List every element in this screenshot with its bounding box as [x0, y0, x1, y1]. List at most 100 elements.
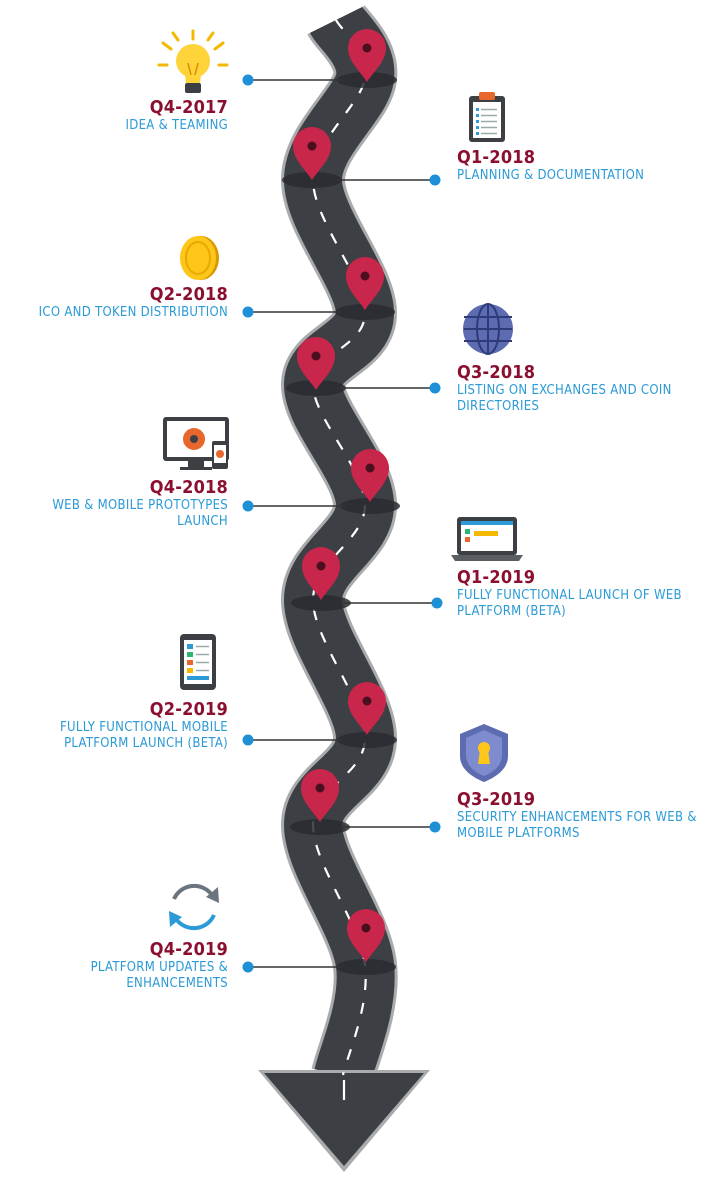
gear-hub [190, 435, 198, 443]
milestone-quarter: Q4-2017 [149, 97, 228, 118]
pin-shadow [291, 595, 351, 611]
laptop-widget [465, 529, 470, 534]
lightbulb-ray [161, 41, 173, 51]
connector-dot [429, 174, 441, 186]
milestone-q1-2018: Q1-2018 PLANNING & DOCUMENTATION [457, 148, 717, 184]
map-pin-icon [348, 29, 386, 82]
milestone-q3-2019: Q3-2019 SECURITY ENHANCEMENTS FOR WEB & … [457, 790, 702, 842]
milestone-description: PLANNING & DOCUMENTATION [457, 168, 645, 183]
milestone-q3-2018: Q3-2018 LISTING ON EXCHANGES AND COIN DI… [457, 363, 725, 415]
map-pin-dot [360, 271, 370, 281]
milestone-description: PLATFORM UPDATES & ENHANCEMENTS [90, 960, 228, 991]
map-pin-icon [297, 336, 335, 390]
laptop-icon [451, 517, 523, 561]
phone-gear-icon [216, 450, 224, 458]
tablet-button [187, 676, 209, 680]
milestone-icons [157, 29, 523, 931]
lightbulb-ray [213, 41, 225, 51]
map-pin-dot [316, 561, 326, 571]
map-pin-icon [346, 257, 384, 310]
connector-dot [429, 821, 441, 833]
clipboard-bullet [476, 108, 479, 111]
connector-dot [242, 961, 254, 973]
clipboard-icon [469, 92, 505, 142]
milestone-description: ICO AND TOKEN DISTRIBUTION [38, 305, 228, 320]
clipboard-bullet [476, 114, 479, 117]
milestone-description: WEB & MOBILE PROTOTYPES LAUNCH [52, 498, 228, 529]
laptop-bar [474, 531, 498, 536]
milestone-q4-2018: Q4-2018 WEB & MOBILE PROTOTYPES LAUNCH [0, 478, 228, 530]
monitor-base [180, 467, 212, 470]
refresh-arc-bottom [174, 914, 216, 931]
clipboard-bullet [476, 132, 479, 135]
monitor-stand [188, 461, 204, 467]
milestone-q2-2018: Q2-2018 ICO AND TOKEN DISTRIBUTION [20, 285, 228, 321]
clipboard-bullet [476, 120, 479, 123]
pin-shadow [335, 304, 395, 320]
milestone-quarter: Q4-2018 [149, 477, 228, 498]
connector-dot [429, 382, 441, 394]
pin-shadow [340, 498, 400, 514]
location-pins [293, 29, 389, 962]
milestone-quarter: Q4-2019 [149, 939, 228, 960]
map-pin-dot [311, 351, 321, 361]
pin-shadow [336, 959, 396, 975]
milestone-quarter: Q3-2018 [457, 362, 536, 383]
map-pin-icon [347, 909, 385, 962]
laptop-widget [465, 537, 470, 542]
tablet-widget [187, 660, 193, 665]
refresh-arrowhead-bottom [169, 911, 182, 927]
milestone-quarter: Q2-2019 [149, 699, 228, 720]
connector-dot [242, 74, 254, 86]
lightbulb-neck [185, 75, 201, 83]
milestone-q4-2017: Q4-2017 IDEA & TEAMING [20, 98, 228, 134]
coin-ring [185, 241, 211, 275]
tablet-icon [180, 634, 216, 690]
milestone-quarter: Q1-2019 [457, 567, 536, 588]
lightbulb-ray [171, 31, 180, 42]
clipboard-bullet [476, 126, 479, 129]
lightbulb-base [185, 83, 201, 93]
map-pin-icon [293, 127, 331, 180]
milestone-quarter: Q1-2018 [457, 147, 536, 168]
keyhole-bottom [478, 750, 490, 764]
tablet-widget [187, 644, 193, 649]
monitor-gear-icon [163, 417, 229, 470]
tablet-widget [187, 668, 193, 673]
milestone-quarter: Q3-2019 [457, 789, 536, 810]
connector-dot [431, 597, 443, 609]
lightbulb-glass [176, 44, 210, 78]
globe-icon [463, 303, 513, 355]
road-arrow-head [264, 1073, 424, 1166]
map-pin-dot [361, 923, 371, 933]
connectors [242, 74, 443, 973]
winding-road [258, 2, 430, 1172]
coin-icon [180, 236, 219, 280]
milestone-q1-2019: Q1-2019 FULLY FUNCTIONAL LAUNCH OF WEB P… [457, 568, 702, 620]
pin-shadow [337, 732, 397, 748]
milestone-description: FULLY FUNCTIONAL LAUNCH OF WEB PLATFORM … [457, 588, 682, 619]
milestone-q2-2019: Q2-2019 FULLY FUNCTIONAL MOBILE PLATFORM… [0, 700, 228, 752]
refresh-icon [169, 883, 219, 931]
lightbulb-ray [206, 31, 215, 42]
map-pin-dot [365, 463, 375, 473]
map-pin-icon [302, 547, 340, 600]
milestone-description: SECURITY ENHANCEMENTS FOR WEB & MOBILE P… [457, 810, 697, 841]
refresh-arc-top [172, 883, 214, 900]
lightbulb-icon [157, 29, 229, 93]
laptop-base [451, 555, 523, 561]
map-pin-dot [362, 43, 372, 53]
map-pin-dot [315, 783, 325, 793]
map-pin-icon [348, 682, 386, 735]
milestone-description: FULLY FUNCTIONAL MOBILE PLATFORM LAUNCH … [60, 720, 228, 751]
map-pin-icon [301, 769, 339, 822]
milestone-quarter: Q2-2018 [149, 284, 228, 305]
milestone-description: IDEA & TEAMING [125, 118, 228, 133]
refresh-arrowhead-top [206, 887, 219, 903]
milestone-description: LISTING ON EXCHANGES AND COIN DIRECTORIE… [457, 383, 672, 414]
milestone-q4-2019: Q4-2019 PLATFORM UPDATES & ENHANCEMENTS [0, 940, 228, 992]
laptop-titlebar [461, 521, 513, 525]
clipboard-clip [479, 92, 495, 100]
